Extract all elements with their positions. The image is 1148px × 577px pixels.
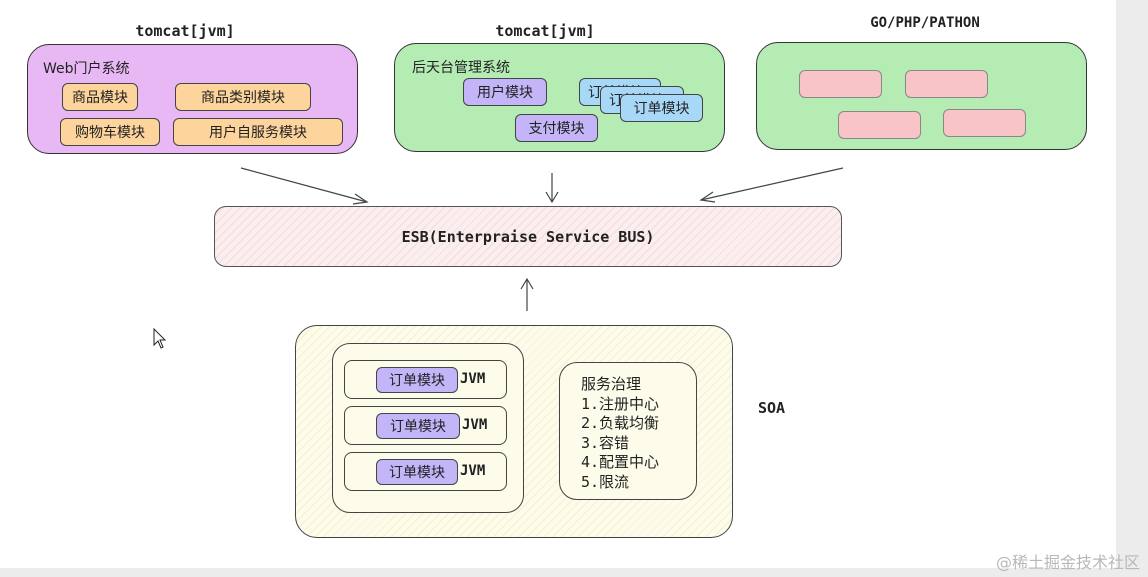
admin-system-title: 后天台管理系统 bbox=[412, 60, 510, 76]
go-php-group bbox=[756, 42, 1087, 150]
mouse-cursor-icon bbox=[153, 328, 167, 349]
arrowhead-web bbox=[352, 193, 369, 205]
admin-header: tomcat[jvm] bbox=[495, 22, 595, 40]
arrow-web-to-esb bbox=[240, 167, 368, 203]
soa-container: 订单模块 JVM 订单模块 JVM 订单模块 JVM 服务治理 1.注册中心 2… bbox=[295, 325, 733, 538]
governance-item: 2.负载均衡 bbox=[581, 414, 660, 432]
governance-item: 4.配置中心 bbox=[581, 453, 660, 471]
diagram-canvas: tomcat[jvm] Web门户系统 商品模块 商品类别模块 购物车模块 用户… bbox=[0, 0, 1116, 568]
jvm-row: 订单模块 JVM bbox=[344, 452, 507, 491]
admin-system-group: 后天台管理系统 用户模块 订单模块 订单模块 订单模块 支付模块 bbox=[394, 43, 725, 152]
governance-title: 服务治理 bbox=[581, 375, 642, 393]
arrowhead-go bbox=[699, 191, 716, 203]
jvm-cluster: 订单模块 JVM 订单模块 JVM 订单模块 JVM bbox=[332, 343, 524, 513]
jvm-order-module: 订单模块 bbox=[376, 459, 458, 485]
web-portal-group: Web门户系统 商品模块 商品类别模块 购物车模块 用户自服务模块 bbox=[27, 44, 358, 154]
jvm-label: JVM bbox=[460, 463, 486, 479]
service-governance-box: 服务治理 1.注册中心 2.负载均衡 3.容错 4.配置中心 5.限流 bbox=[559, 362, 697, 500]
placeholder-module-2 bbox=[905, 70, 988, 98]
placeholder-module-3 bbox=[838, 111, 921, 139]
esb-bus: ESB(Enterpraise Service BUS) bbox=[214, 206, 842, 267]
product-module: 商品模块 bbox=[62, 83, 138, 111]
payment-module: 支付模块 bbox=[515, 114, 598, 142]
web-header: tomcat[jvm] bbox=[135, 22, 235, 40]
jvm-order-module: 订单模块 bbox=[376, 367, 458, 393]
connector-arrows bbox=[240, 167, 844, 311]
arrow-go-to-esb bbox=[700, 167, 844, 201]
placeholder-module-4 bbox=[943, 109, 1026, 137]
order-module-front: 订单模块 bbox=[620, 94, 703, 122]
jvm-label: JVM bbox=[460, 371, 486, 387]
placeholder-module-1 bbox=[799, 70, 882, 98]
web-portal-title: Web门户系统 bbox=[43, 61, 130, 77]
governance-item: 5.限流 bbox=[581, 473, 630, 491]
jvm-order-module: 订单模块 bbox=[376, 413, 460, 439]
governance-item: 3.容错 bbox=[581, 434, 630, 452]
user-module: 用户模块 bbox=[463, 78, 547, 106]
cart-module: 购物车模块 bbox=[60, 118, 160, 146]
watermark: @稀土掘金技术社区 bbox=[995, 553, 1140, 572]
jvm-label: JVM bbox=[462, 417, 488, 433]
jvm-row: 订单模块 JVM bbox=[344, 360, 507, 399]
arrowhead-admin bbox=[545, 191, 559, 204]
user-self-service-module: 用户自服务模块 bbox=[173, 118, 343, 146]
product-category-module: 商品类别模块 bbox=[175, 83, 311, 111]
soa-label: SOA bbox=[758, 399, 786, 417]
arrowhead-soa bbox=[520, 277, 534, 290]
governance-item: 1.注册中心 bbox=[581, 395, 660, 413]
jvm-row: 订单模块 JVM bbox=[344, 406, 507, 445]
go-php-header: GO/PHP/PATHON bbox=[870, 15, 980, 31]
